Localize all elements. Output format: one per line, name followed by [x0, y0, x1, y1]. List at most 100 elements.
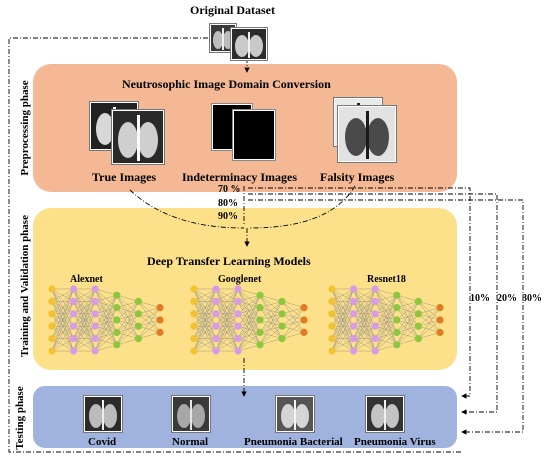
network-node	[393, 304, 401, 312]
network-node	[113, 291, 121, 299]
network-edge	[73, 288, 96, 314]
network-node	[212, 347, 220, 355]
network-edge	[353, 288, 376, 352]
network-node	[371, 322, 379, 330]
network-node	[350, 297, 358, 305]
test-split-10: 10%	[470, 293, 490, 304]
network-edge	[331, 288, 354, 302]
network-node	[278, 335, 286, 343]
network-node	[393, 328, 401, 336]
network-edge	[95, 307, 117, 352]
network-node	[134, 335, 142, 343]
network-node	[393, 341, 401, 349]
network-edge	[51, 326, 74, 352]
network-edge	[73, 288, 96, 339]
network-node	[156, 304, 164, 312]
network-node	[91, 335, 99, 343]
network-edge	[95, 295, 117, 314]
network-edge	[215, 288, 239, 314]
network-node	[212, 310, 220, 318]
network-edge	[215, 313, 239, 352]
network-edge	[138, 332, 161, 339]
network-edge	[215, 288, 239, 339]
network-edge	[193, 301, 217, 352]
alexnet-network-diagram	[48, 285, 164, 355]
network-edge	[375, 295, 397, 339]
network-edge	[353, 326, 376, 352]
network-edge	[259, 301, 283, 321]
network-node	[134, 310, 142, 318]
network-edge	[51, 338, 74, 352]
network-node	[70, 285, 78, 293]
network-edge	[353, 338, 376, 352]
network-edge	[51, 288, 74, 314]
network-edge	[95, 288, 117, 296]
network-edge	[331, 288, 354, 352]
pneumonia-virus-xray	[366, 396, 404, 432]
model-alexnet-label: Alexnet	[70, 274, 103, 285]
network-edge	[116, 301, 139, 308]
network-edge	[353, 288, 376, 302]
network-edge	[418, 307, 441, 314]
network-node	[300, 304, 308, 312]
network-edge	[259, 301, 283, 345]
network-edge	[396, 313, 419, 345]
network-edge	[116, 326, 139, 345]
network-node	[393, 316, 401, 324]
network-node	[134, 322, 142, 330]
network-edge	[353, 313, 376, 352]
network-edge	[418, 332, 441, 339]
network-edge	[215, 288, 239, 327]
indeterminacy-image-front	[233, 110, 275, 160]
network-edge	[237, 295, 261, 339]
network-edge	[353, 301, 376, 352]
network-edge	[375, 332, 397, 352]
network-node	[371, 335, 379, 343]
network-edge	[281, 307, 305, 339]
training-title: Deep Transfer Learning Models	[147, 254, 311, 268]
network-edge	[375, 319, 397, 352]
falsity-image-front	[338, 106, 396, 162]
network-edge	[375, 288, 397, 296]
network-node	[91, 310, 99, 318]
network-edge	[215, 288, 239, 302]
network-edge	[215, 288, 239, 352]
network-node	[70, 335, 78, 343]
network-node	[91, 322, 99, 330]
network-edge	[237, 344, 261, 352]
class-pneumonia-virus-label: Pneumonia Virus	[354, 436, 436, 448]
network-edge	[331, 301, 354, 352]
class-covid-label: Covid	[88, 436, 117, 448]
network-node	[190, 335, 198, 343]
network-node	[328, 322, 336, 330]
network-edge	[138, 301, 161, 308]
network-node	[278, 297, 286, 305]
network-edge	[396, 301, 419, 333]
network-edge	[396, 301, 419, 308]
network-edge	[116, 313, 139, 345]
network-node	[156, 316, 164, 324]
network-node	[414, 310, 422, 318]
true-images-label: True Images	[92, 170, 157, 184]
network-node	[256, 341, 264, 349]
network-node	[328, 297, 336, 305]
network-node	[48, 347, 56, 355]
network-node	[414, 335, 422, 343]
network-edge	[95, 295, 117, 302]
network-node	[234, 335, 242, 343]
network-node	[113, 341, 121, 349]
network-edge	[353, 288, 376, 314]
network-node	[371, 310, 379, 318]
network-edge	[95, 344, 117, 352]
network-edge	[138, 307, 161, 339]
network-edge	[331, 326, 354, 352]
network-node	[91, 347, 99, 355]
network-edge	[259, 338, 283, 345]
covid-xray	[84, 396, 122, 432]
network-edge	[331, 338, 354, 352]
network-node	[70, 310, 78, 318]
network-node	[256, 316, 264, 324]
network-edge	[259, 295, 283, 302]
network-edge	[95, 295, 117, 352]
